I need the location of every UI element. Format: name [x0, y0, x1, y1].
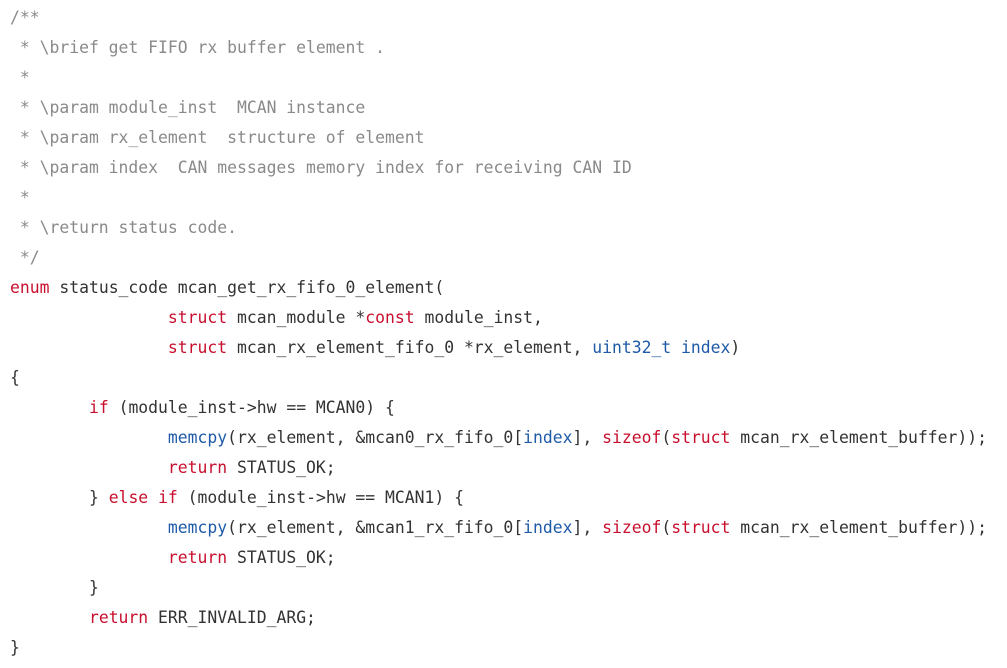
- keyword-token: if: [158, 488, 178, 507]
- code-line: {: [10, 363, 1007, 393]
- code-token: status_code mcan_get_rx_fifo_0_element(: [49, 278, 445, 297]
- code-token: mcan_rx_element_buffer));: [730, 518, 987, 537]
- code-line: *: [10, 63, 1007, 93]
- code-line: return STATUS_OK;: [10, 453, 1007, 483]
- code-token: [10, 608, 89, 627]
- code-token: [10, 338, 168, 357]
- code-line: struct mcan_rx_element_fifo_0 *rx_elemen…: [10, 333, 1007, 363]
- code-line: * \param index CAN messages memory index…: [10, 153, 1007, 183]
- code-token: [10, 458, 168, 477]
- code-token: (module_inst->hw == MCAN0) {: [108, 398, 395, 417]
- comment-token: * \param index CAN messages memory index…: [10, 158, 632, 177]
- code-token: [10, 308, 168, 327]
- keyword-token: return: [167, 458, 228, 477]
- code-token: }: [10, 578, 99, 597]
- code-token: mcan_rx_element_buffer));: [730, 428, 987, 447]
- keyword-token: struct: [671, 428, 731, 447]
- code-line: * \param rx_element structure of element: [10, 123, 1007, 153]
- code-token: [10, 428, 168, 447]
- comment-token: * \return status code.: [10, 218, 237, 237]
- comment-token: *: [10, 68, 30, 87]
- code-line: memcpy(rx_element, &mcan1_rx_fifo_0[inde…: [10, 513, 1007, 543]
- keyword-token: return: [88, 608, 149, 627]
- code-token: module_inst,: [414, 308, 543, 327]
- keyword-token: const: [365, 308, 415, 327]
- code-token: STATUS_OK;: [227, 458, 336, 477]
- comment-token: * \brief get FIFO rx buffer element .: [10, 38, 385, 57]
- code-token: (rx_element, &mcan1_rx_fifo_0[: [227, 518, 524, 537]
- keyword-token: sizeof: [602, 428, 662, 447]
- code-line: memcpy(rx_element, &mcan0_rx_fifo_0[inde…: [10, 423, 1007, 453]
- code-token: [10, 518, 168, 537]
- code-token: (rx_element, &mcan0_rx_fifo_0[: [227, 428, 524, 447]
- keyword-token: struct: [167, 308, 228, 327]
- comment-token: * \param module_inst MCAN instance: [10, 98, 366, 117]
- code-line: * \brief get FIFO rx buffer element .: [10, 33, 1007, 63]
- code-token: [148, 488, 158, 507]
- keyword-token: struct: [167, 338, 228, 357]
- code-token: [10, 398, 89, 417]
- code-line: } else if (module_inst->hw == MCAN1) {: [10, 483, 1007, 513]
- code-line: /**: [10, 3, 1007, 33]
- code-token: (module_inst->hw == MCAN1) {: [177, 488, 464, 507]
- keyword-token: if: [88, 398, 109, 417]
- identifier-token: memcpy: [167, 518, 228, 537]
- comment-token: *: [10, 188, 30, 207]
- code-token: }: [10, 638, 20, 657]
- code-token: STATUS_OK;: [227, 548, 336, 567]
- comment-token: */: [10, 248, 40, 267]
- code-line: *: [10, 183, 1007, 213]
- code-token: mcan_rx_element_fifo_0 *rx_element,: [227, 338, 593, 357]
- code-token: }: [10, 488, 109, 507]
- code-token: [10, 548, 168, 567]
- identifier-token: index: [523, 428, 573, 447]
- code-line: }: [10, 633, 1007, 663]
- code-token: ],: [572, 518, 603, 537]
- keyword-token: return: [167, 548, 228, 567]
- comment-token: /**: [10, 8, 40, 27]
- code-token: ERR_INVALID_ARG;: [148, 608, 316, 627]
- code-line: */: [10, 243, 1007, 273]
- keyword-token: sizeof: [602, 518, 662, 537]
- code-line: return ERR_INVALID_ARG;: [10, 603, 1007, 633]
- code-line: enum status_code mcan_get_rx_fifo_0_elem…: [10, 273, 1007, 303]
- identifier-token: index: [523, 518, 573, 537]
- code-token: mcan_module *: [227, 308, 366, 327]
- code-line: }: [10, 573, 1007, 603]
- code-line: if (module_inst->hw == MCAN0) {: [10, 393, 1007, 423]
- identifier-token: memcpy: [167, 428, 228, 447]
- code-token: ): [730, 338, 741, 357]
- code-line: struct mcan_module *const module_inst,: [10, 303, 1007, 333]
- code-token: ],: [572, 428, 603, 447]
- code-line: * \return status code.: [10, 213, 1007, 243]
- identifier-token: uint32_t index: [592, 338, 731, 357]
- keyword-token: enum: [10, 278, 50, 297]
- code-token: (: [661, 518, 672, 537]
- keyword-token: struct: [671, 518, 731, 537]
- keyword-token: else: [108, 488, 149, 507]
- code-token: {: [10, 368, 20, 387]
- comment-token: * \param rx_element structure of element: [10, 128, 425, 147]
- code-line: return STATUS_OK;: [10, 543, 1007, 573]
- code-token: (: [661, 428, 672, 447]
- code-line: * \param module_inst MCAN instance: [10, 93, 1007, 123]
